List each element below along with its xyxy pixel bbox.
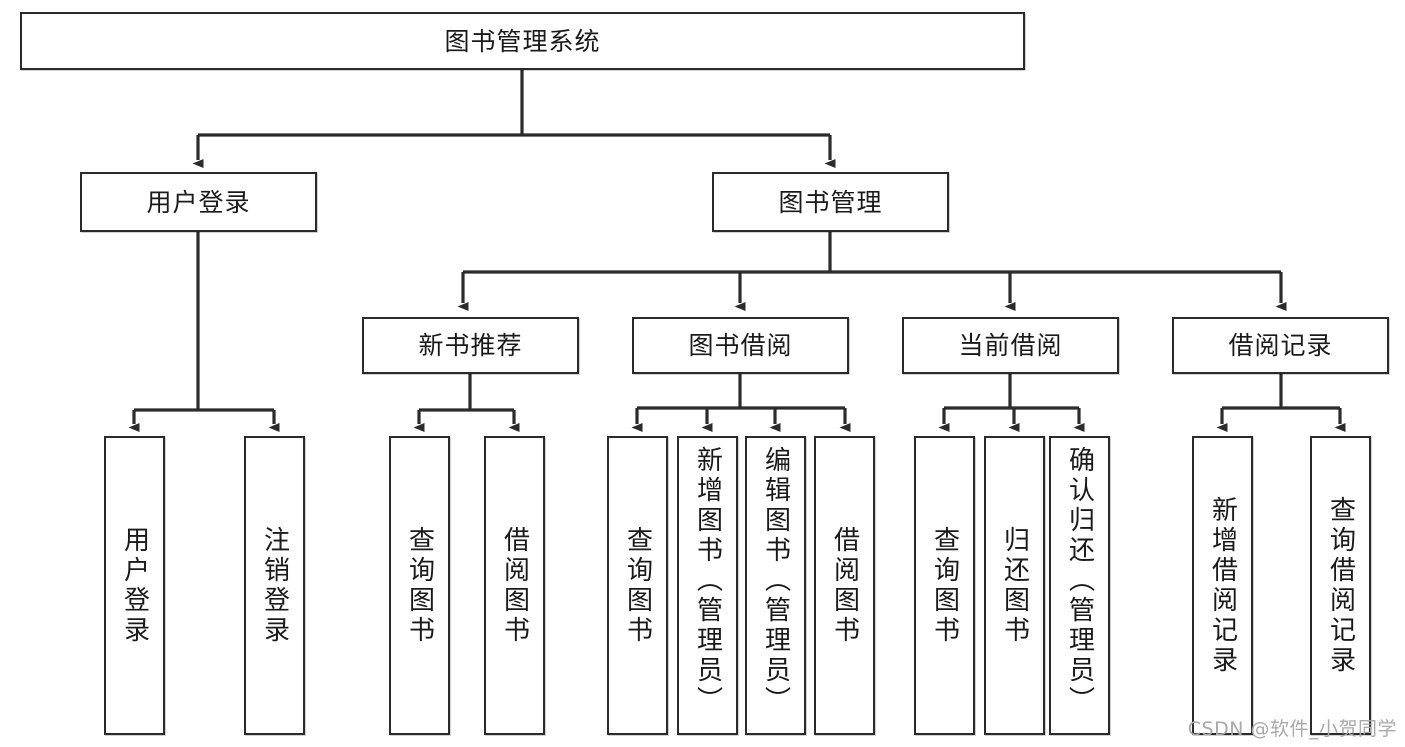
node-root[interactable]: 图书管理系统: [20, 12, 1025, 70]
leaf-user-logout[interactable]: 注销登录: [244, 436, 305, 735]
leaf-edit-book[interactable]: 编辑图书（管理员）: [745, 436, 806, 735]
leaf-confirm-return[interactable]: 确认归还（管理员）: [1049, 436, 1110, 735]
node-label: 编辑图书（管理员）: [760, 446, 791, 716]
node-label: 查询图书: [622, 525, 653, 646]
node-book-borrow[interactable]: 图书借阅: [632, 317, 849, 374]
leaf-query-book-borrow[interactable]: 查询图书: [607, 436, 668, 735]
node-label: 新增借阅记录: [1207, 495, 1238, 676]
node-label: 图书管理: [778, 187, 883, 217]
leaf-borrow-book-rec[interactable]: 借阅图书: [484, 436, 545, 735]
node-label: 查询图书: [929, 525, 960, 646]
node-label: 确认归还（管理员）: [1064, 446, 1095, 716]
leaf-query-borrow-record[interactable]: 查询借阅记录: [1310, 436, 1371, 735]
node-label: 当前借阅: [958, 331, 1063, 360]
leaf-query-book-cur[interactable]: 查询图书: [914, 436, 975, 735]
node-label: 新增图书（管理员）: [692, 446, 723, 716]
node-label: 归还图书: [999, 525, 1030, 646]
node-book-manage[interactable]: 图书管理: [712, 172, 949, 232]
leaf-query-book-rec[interactable]: 查询图书: [389, 436, 450, 735]
node-label: 注销登录: [259, 525, 290, 646]
node-label: 新书推荐: [418, 331, 523, 360]
node-label: 用户登录: [146, 187, 251, 217]
node-label: 借阅图书: [499, 525, 530, 646]
node-current-borrow[interactable]: 当前借阅: [902, 317, 1119, 374]
node-label: 查询借阅记录: [1325, 495, 1356, 676]
node-user-login[interactable]: 用户登录: [80, 172, 317, 232]
leaf-borrow-book[interactable]: 借阅图书: [814, 436, 875, 735]
node-label: 借阅图书: [829, 525, 860, 646]
node-new-book-recommend[interactable]: 新书推荐: [362, 317, 579, 374]
csdn-watermark: CSDN @软件_小贺同学: [1187, 718, 1397, 740]
node-label: 查询图书: [404, 525, 435, 646]
node-label: 借阅记录: [1228, 331, 1333, 360]
leaf-add-book[interactable]: 新增图书（管理员）: [677, 436, 738, 735]
leaf-add-borrow-record[interactable]: 新增借阅记录: [1192, 436, 1253, 735]
node-label: 图书管理系统: [444, 26, 601, 56]
node-label: 用户登录: [119, 525, 150, 646]
leaf-user-login[interactable]: 用户登录: [104, 436, 165, 735]
leaf-return-book[interactable]: 归还图书: [984, 436, 1045, 735]
node-borrow-record[interactable]: 借阅记录: [1172, 317, 1389, 374]
node-label: 图书借阅: [688, 331, 793, 360]
